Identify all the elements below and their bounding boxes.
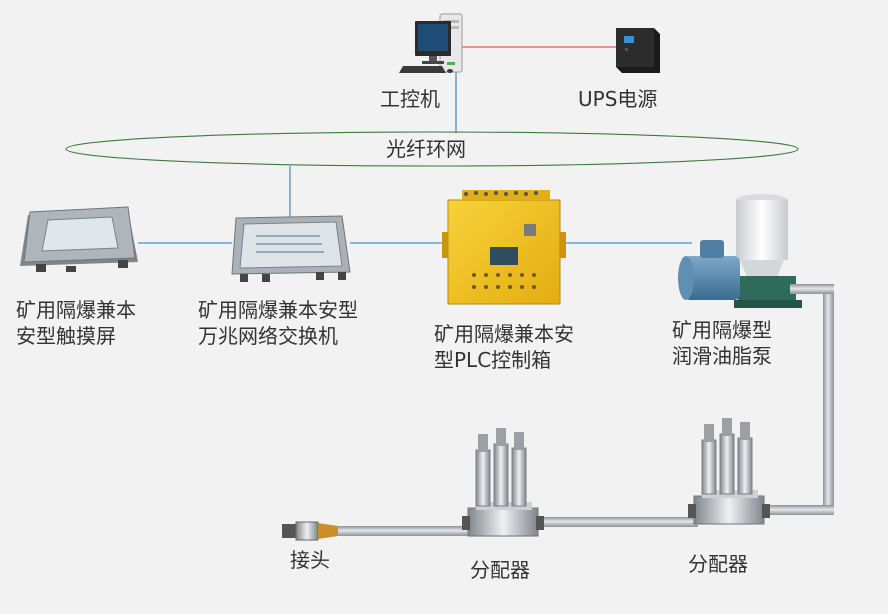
joint-connector-icon xyxy=(282,521,338,541)
touchscreen-label-line2: 安型触摸屏 xyxy=(16,324,116,348)
distributor-a-label: 分配器 xyxy=(470,558,530,582)
network-links xyxy=(138,72,692,244)
fiber-ring xyxy=(65,131,799,167)
switch-label-line2: 万兆网络交换机 xyxy=(198,324,338,348)
distributor-valve-icon xyxy=(688,418,770,525)
switch-label-line1: 矿用隔爆兼本安型 xyxy=(198,298,358,322)
plc-control-box-icon xyxy=(442,190,566,305)
ups-icon xyxy=(616,28,660,73)
distributor-valve-icon xyxy=(462,428,544,537)
plc-label-line2: 型PLC控制箱 xyxy=(434,348,552,372)
pump-label-line1: 矿用隔爆型 xyxy=(672,318,772,342)
plc-label-line1: 矿用隔爆兼本安 xyxy=(434,322,574,346)
joint-label: 接头 xyxy=(290,548,330,572)
touchscreen-label-line1: 矿用隔爆兼本 xyxy=(16,298,136,322)
ipc-label: 工控机 xyxy=(380,87,440,111)
pump-label-line2: 润滑油脂泵 xyxy=(672,344,772,368)
grease-pump-icon xyxy=(678,194,802,308)
distributor-b-label: 分配器 xyxy=(688,552,748,576)
touchscreen-device-icon xyxy=(20,206,138,272)
lubrication-pipes xyxy=(338,284,834,536)
computer-icon xyxy=(399,13,463,73)
ups-label: UPS电源 xyxy=(578,87,658,111)
network-switch-device-icon xyxy=(231,215,351,282)
fiber-ring-label: 光纤环网 xyxy=(386,137,466,161)
